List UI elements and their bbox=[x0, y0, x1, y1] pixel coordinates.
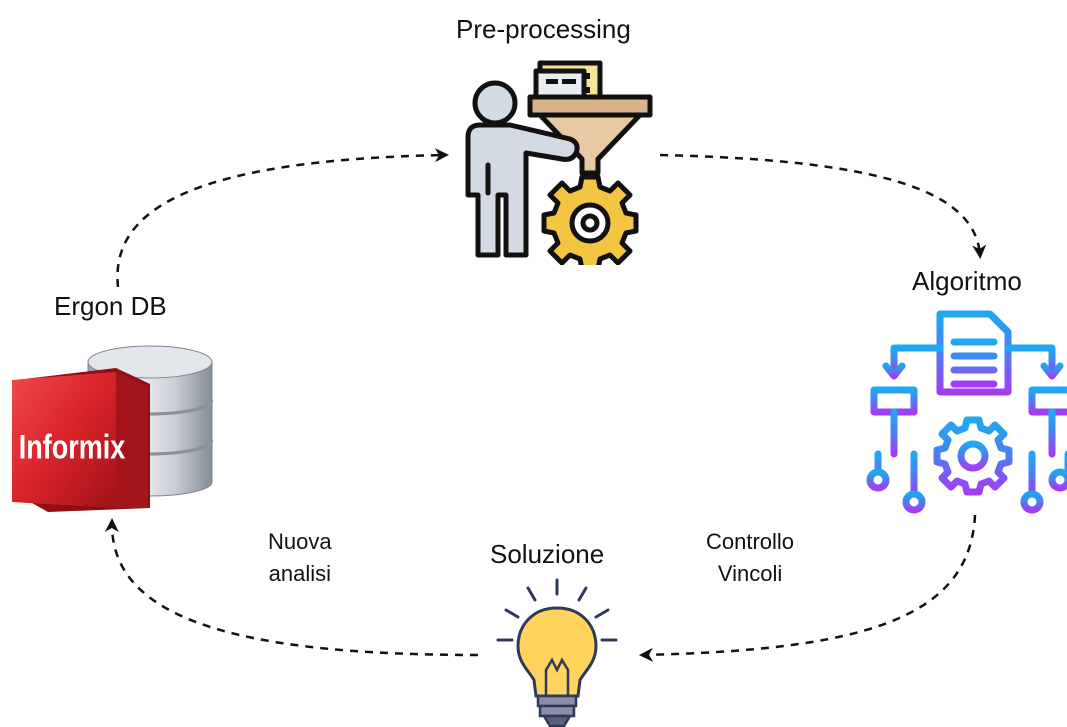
arrow-db-to-preprocessing bbox=[116, 148, 449, 288]
controllo-vincoli-label: Controllo Vincoli bbox=[706, 526, 794, 590]
controllo-vincoli-line1: Controllo bbox=[706, 529, 795, 554]
lightbulb-icon bbox=[496, 578, 618, 727]
arrow-soluzione-to-db bbox=[104, 518, 479, 657]
nuova-analisi-line2: analisi bbox=[268, 561, 331, 586]
algorithm-flow-icon bbox=[866, 310, 1067, 514]
soluzione-label: Soluzione bbox=[490, 539, 605, 569]
arrow-preprocessing-to-algoritmo bbox=[659, 153, 987, 259]
ergon-db-label: Ergon DB bbox=[54, 291, 167, 321]
arrow-algoritmo-to-soluzione bbox=[639, 514, 977, 662]
informix-logo-text: Informix bbox=[19, 427, 125, 466]
preprocessing-label: Pre-processing bbox=[456, 14, 631, 44]
controllo-vincoli-line2: Vincoli bbox=[717, 561, 783, 586]
informix-database-icon: Informix bbox=[12, 345, 213, 512]
nuova-analisi-label: Nuova analisi bbox=[268, 526, 332, 590]
nuova-analisi-line1: Nuova bbox=[268, 529, 332, 554]
algoritmo-label: Algoritmo bbox=[912, 266, 1022, 296]
person-funnel-gear-icon bbox=[465, 60, 653, 265]
